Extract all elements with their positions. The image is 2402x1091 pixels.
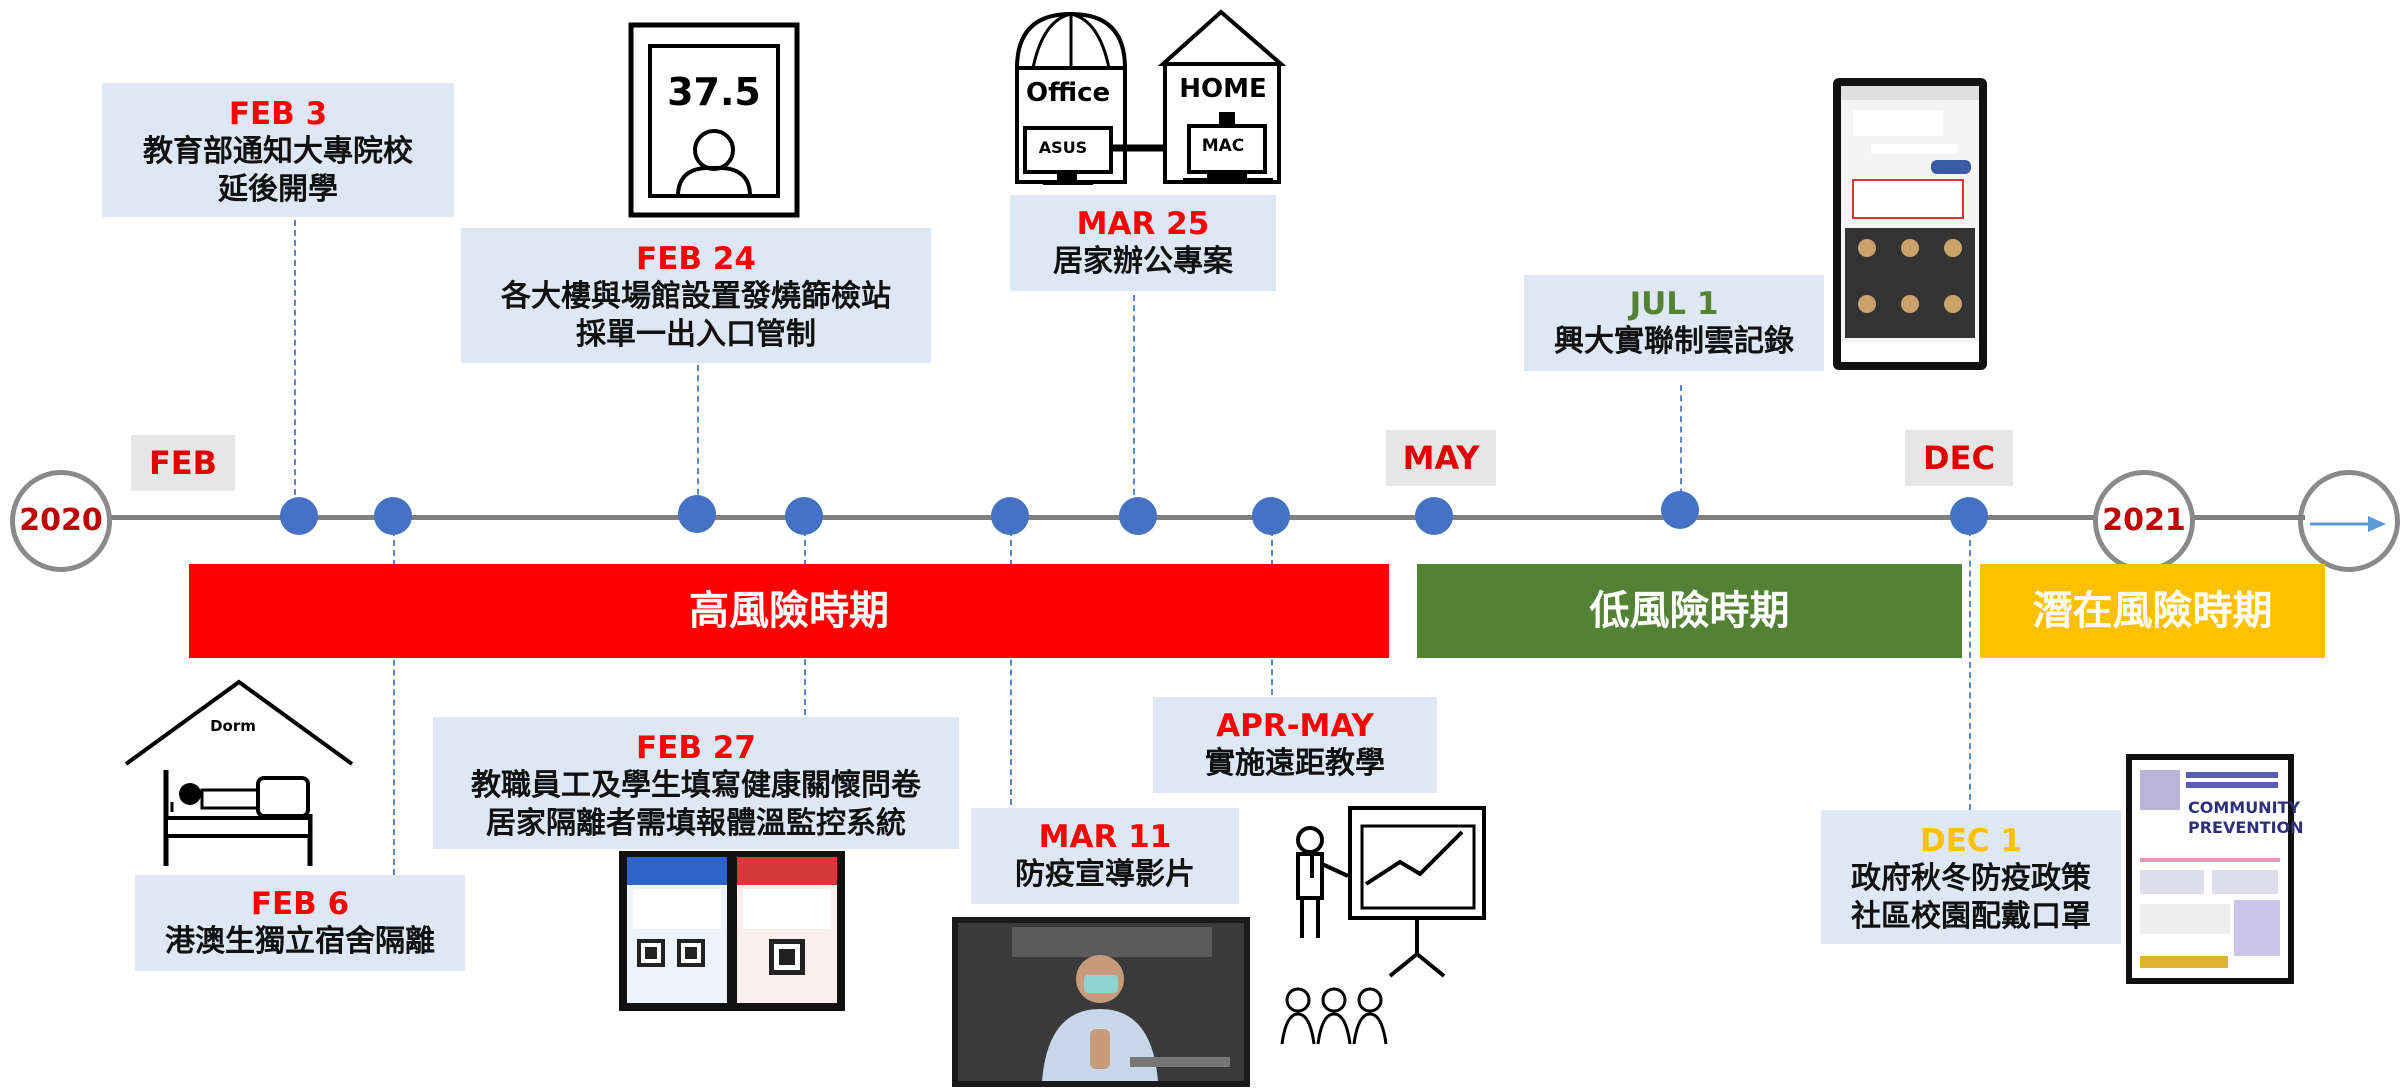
event-dec1: DEC 1 政府秋冬防疫政策 社區校園配戴口罩 (1821, 810, 2121, 944)
poster-title-2: PREVENTION (2188, 818, 2304, 837)
timeline-dot-feb6[interactable] (374, 497, 412, 535)
event-text: 延後開學 (218, 172, 338, 207)
timeline-dot-aprmay[interactable] (1252, 497, 1290, 535)
band-low-risk: 低風險時期 (1417, 564, 1962, 658)
event-text: 居家辦公專案 (1053, 244, 1233, 279)
event-jul1: JUL 1 興大實聯制雲記錄 (1524, 275, 1824, 371)
event-text: 防疫宣導影片 (1015, 857, 1195, 892)
dorm-bed-icon (124, 679, 354, 866)
connector-dec1 (1969, 530, 1971, 810)
future-arrow-icon (2310, 516, 2386, 532)
timeline-axis (60, 515, 2335, 520)
connector-feb6 (393, 530, 395, 875)
month-label-dec: DEC (1905, 430, 2013, 486)
temperature-value: 37.5 (667, 70, 761, 114)
connector-feb24 (697, 365, 699, 505)
connector-feb3 (294, 220, 296, 505)
timeline-dot-may[interactable] (1415, 497, 1453, 535)
home-label: HOME (1179, 74, 1267, 104)
event-date: DEC 1 (1919, 823, 2023, 859)
event-mar11: MAR 11 防疫宣導影片 (971, 808, 1239, 904)
timeline-dot-dec1[interactable] (1950, 497, 1988, 535)
timeline-dot-mar11[interactable] (991, 497, 1029, 535)
event-text: 居家隔離者需填報體溫監控系統 (486, 806, 906, 841)
mac-label: MAC (1201, 136, 1245, 156)
phone-screenshot-icon (1833, 78, 1987, 370)
band-high-risk: 高風險時期 (189, 564, 1389, 658)
event-text: 採單一出入口管制 (576, 317, 816, 352)
event-mar25: MAR 25 居家辦公專案 (1010, 195, 1276, 291)
event-text: 教育部通知大專院校 (143, 134, 413, 169)
event-text: 政府秋冬防疫政策 (1851, 861, 2091, 896)
poster-title-1: COMMUNITY (2188, 798, 2301, 817)
event-date: JUL 1 (1629, 286, 1719, 322)
office-label: Office (1026, 78, 1111, 108)
event-feb3: FEB 3 教育部通知大專院校 延後開學 (102, 83, 454, 217)
timeline-extension (2195, 515, 2305, 520)
event-date: FEB 6 (250, 886, 350, 922)
event-date: FEB 3 (228, 96, 328, 132)
event-text: 教職員工及學生填寫健康關懷問卷 (471, 768, 921, 803)
event-text: 實施遠距教學 (1205, 746, 1385, 781)
qr-posters-image (619, 851, 845, 1011)
event-aprmay: APR-MAY 實施遠距教學 (1153, 697, 1437, 793)
event-text: 港澳生獨立宿舍隔離 (165, 924, 435, 959)
timeline-dot-feb24[interactable] (678, 495, 716, 533)
event-date: MAR 11 (1038, 819, 1172, 855)
event-feb27: FEB 27 教職員工及學生填寫健康關懷問卷 居家隔離者需填報體溫監控系統 (433, 717, 959, 849)
month-label-may: MAY (1386, 430, 1496, 486)
event-text: 各大樓與場館設置發燒篩檢站 (501, 279, 891, 314)
event-text: 興大實聯制雲記錄 (1554, 324, 1794, 359)
year-start-circle: 2020 (10, 470, 112, 572)
year-end-circle: 2021 (2093, 470, 2195, 572)
future-circle (2298, 470, 2400, 572)
connector-mar11 (1010, 530, 1012, 805)
band-latent-risk: 潛在風險時期 (1980, 564, 2325, 658)
office-home-computers-icon (1014, 9, 1287, 185)
timeline-dot-mar25[interactable] (1119, 497, 1157, 535)
video-still-image (952, 917, 1250, 1087)
person-temperature-icon (628, 22, 800, 218)
remote-teaching-icon (1280, 806, 1486, 1045)
event-text: 社區校園配戴口罩 (1851, 899, 2091, 934)
event-date: FEB 24 (636, 241, 756, 277)
event-date: APR-MAY (1216, 708, 1374, 744)
connector-mar25 (1133, 295, 1135, 505)
asus-label: ASUS (1038, 138, 1088, 157)
event-feb6: FEB 6 港澳生獨立宿舍隔離 (135, 875, 465, 971)
event-date: FEB 27 (636, 730, 756, 766)
event-feb24: FEB 24 各大樓與場館設置發燒篩檢站 採單一出入口管制 (461, 228, 931, 363)
event-date: MAR 25 (1076, 206, 1210, 242)
connector-jul1 (1680, 385, 1682, 505)
community-poster-image (2126, 754, 2294, 984)
timeline-dot-jul1[interactable] (1661, 491, 1699, 529)
month-label-feb: FEB (131, 435, 235, 491)
dorm-label: Dorm (210, 717, 256, 735)
timeline-dot-feb3[interactable] (280, 497, 318, 535)
timeline-dot-feb27[interactable] (785, 497, 823, 535)
